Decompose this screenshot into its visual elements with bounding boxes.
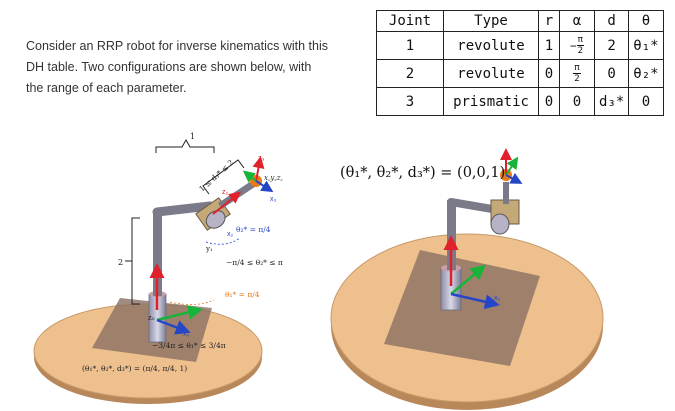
alpha-sign: −: [569, 39, 577, 53]
cell-r: 1: [538, 31, 560, 60]
d3-bracket: [202, 159, 245, 195]
height-bracket: [131, 217, 140, 305]
cell-d: 2: [593, 31, 630, 60]
alpha-den: 2: [574, 74, 580, 84]
robot-figures: 1 2 1 ≤ d₃* ≤ 2 z₃ x₃ x꜀y꜀z꜀ z₂ x₂ y₁ θ₂…: [33, 132, 604, 410]
cell-joint: 2: [376, 59, 444, 88]
theta1-value-label: θ₁* = π/4: [225, 290, 260, 299]
cell-type: revolute: [443, 31, 539, 60]
y1-label: y₁: [205, 245, 213, 253]
y0-axis: [450, 264, 486, 295]
col-header: α: [559, 10, 595, 32]
x0-axis: [450, 292, 500, 310]
cell-type: revolute: [443, 59, 539, 88]
theta2-value-label: θ₂* = π/4: [236, 225, 271, 234]
end-x-axis: [505, 172, 523, 184]
link-brace: [155, 138, 215, 153]
theta2-range-label: −π/4 ≤ θ₂* ≤ π: [226, 258, 283, 267]
theta2-arc: [205, 237, 241, 245]
cell-joint: 3: [376, 87, 444, 116]
dh-row: 3 prismatic 0 0 d₃* 0: [376, 87, 664, 116]
x0-axis: [156, 318, 191, 335]
cell-d: 0: [593, 59, 630, 88]
z2-label: z₂: [222, 189, 229, 196]
alpha-num: π: [573, 63, 581, 74]
alpha-den: 2: [577, 46, 584, 56]
link-vertical: [153, 212, 162, 296]
x0-label: x₀: [183, 331, 190, 338]
z0-label: z₀: [148, 314, 155, 322]
intro-line: Consider an RRP robot for inverse kinema…: [26, 39, 328, 53]
col-header: r: [538, 10, 560, 32]
problem-statement: Consider an RRP robot for inverse kinema…: [26, 36, 366, 99]
cell-r: 0: [538, 87, 560, 116]
cell-d: d₃*: [593, 87, 630, 116]
intro-line: the range of each parameter.: [26, 81, 187, 95]
col-header: Type: [443, 10, 539, 32]
cell-theta: θ₂*: [628, 59, 664, 88]
link-upper: [152, 201, 215, 217]
intro-line: DH table. Two configurations are shown b…: [26, 60, 312, 74]
y0-axis: [156, 305, 203, 322]
cell-alpha: 0: [559, 87, 595, 116]
theta1-range-label: −3/4π ≤ θ₁* ≤ 3/4π: [152, 341, 226, 350]
left-config-label: (θ₁*, θ₂*, d₃*) = (π/4, π/4, 1): [82, 364, 187, 373]
link-upper: [447, 198, 502, 214]
col-header: Joint: [376, 10, 444, 32]
cell-joint: 1: [376, 31, 444, 60]
y3-axis: [242, 170, 257, 183]
cell-theta: θ₁*: [628, 31, 664, 60]
end-y-axis: [505, 156, 519, 176]
d3-range-label: 1 ≤ d₃* ≤ 2: [197, 158, 235, 194]
x2-label: x₂: [227, 231, 234, 238]
col-header: θ: [628, 10, 664, 32]
base-plate: [384, 250, 540, 366]
right-config-label: (θ₁*, θ₂*, d₃*) = (0,0,1): [340, 165, 506, 181]
cell-theta: 0: [628, 87, 664, 116]
cell-type: prismatic: [443, 87, 539, 116]
alpha-num: π: [576, 35, 585, 46]
right-robot-figure: x₀: [330, 148, 604, 410]
x0-label: x₀: [494, 295, 501, 302]
left-robot-figure: 1 2 1 ≤ d₃* ≤ 2 z₃ x₃ x꜀y꜀z꜀ z₂ x₂ y₁ θ₂…: [33, 132, 283, 404]
z3-axis: [252, 156, 265, 182]
z2-axis: [212, 191, 242, 215]
cell-r: 0: [538, 59, 560, 88]
x3-label: x₃: [270, 196, 277, 203]
col-header: d: [593, 10, 630, 32]
height-label: 2: [118, 258, 123, 267]
x3-axis: [255, 180, 274, 193]
dh-header-row: Joint Type r α d θ: [376, 10, 664, 32]
z3-label: z₃: [258, 155, 265, 162]
end-frame-label: x꜀y꜀z꜀: [264, 174, 283, 182]
theta1-arc: [169, 299, 215, 305]
joint-2-disk: [490, 213, 510, 235]
link-length-label: 1: [190, 132, 195, 141]
